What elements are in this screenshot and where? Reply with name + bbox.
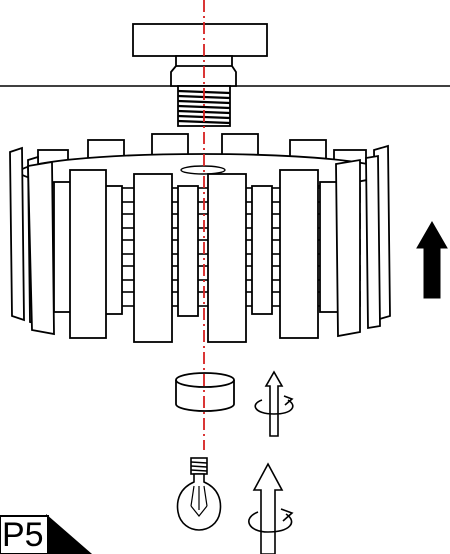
chandelier-ring	[9, 133, 391, 343]
step-box	[0, 515, 49, 554]
solid-up-arrow-icon	[416, 220, 448, 299]
led-filament-bulb-icon	[176, 457, 222, 531]
ceiling-canopy	[132, 23, 268, 57]
step-corner-wedge	[46, 514, 92, 554]
rotate-up-arrow-icon	[248, 462, 294, 554]
step-label: P5	[2, 516, 44, 554]
rotate-up-arrow-icon	[254, 370, 294, 437]
shade-ring	[175, 372, 235, 412]
